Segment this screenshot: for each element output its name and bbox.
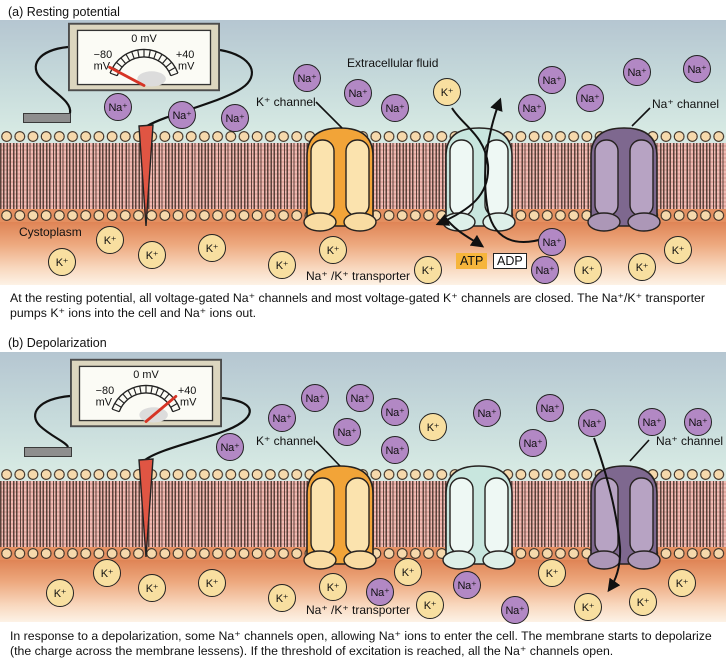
- meter-tick: [120, 57, 127, 65]
- k-in-arrow: [435, 107, 490, 226]
- meter-tick: [148, 49, 151, 58]
- meter-right-unit: mV: [180, 396, 197, 408]
- meter-tick: [115, 61, 123, 68]
- voltmeter-wire-right: [144, 396, 251, 461]
- meter-tick: [109, 72, 118, 77]
- ground-electrode: [24, 447, 72, 457]
- meter-right-label: +40: [178, 385, 197, 397]
- meter-tick: [137, 49, 140, 58]
- meter-tick: [117, 397, 125, 404]
- meter-shadow: [137, 71, 166, 87]
- voltmeter-wire-left: [34, 45, 72, 114]
- meter-tick: [157, 53, 163, 62]
- meter-tick: [161, 57, 168, 65]
- meter-zero-label: 0 mV: [131, 33, 157, 45]
- meter-tick: [111, 408, 120, 413]
- panel-a-title: (a) Resting potential: [8, 5, 120, 19]
- meter-tick: [114, 402, 122, 408]
- voltmeter-wire-left: [34, 394, 71, 448]
- meter-tick: [172, 408, 181, 413]
- meter-left-unit: mV: [96, 396, 113, 408]
- meter-needle: [144, 394, 178, 423]
- meter-tick: [155, 387, 159, 395]
- recording-microelectrode: [138, 458, 154, 558]
- panel-b-caption: In response to a depolarization, some Na…: [10, 629, 712, 658]
- ground-electrode: [23, 113, 71, 123]
- meter-tick: [139, 385, 142, 394]
- meter-zero-label: 0 mV: [133, 369, 159, 381]
- na-entry-arrow: [593, 437, 622, 593]
- meter-left-label: −80: [96, 385, 115, 397]
- meter-tick: [133, 387, 137, 395]
- meter-tick: [131, 51, 135, 59]
- na-channel-pointer-line: [629, 439, 650, 462]
- panel-a-overlay: [34, 45, 651, 248]
- cytoplasm-region: [0, 560, 726, 622]
- meter-tick: [163, 393, 170, 401]
- meter-tick: [168, 66, 176, 72]
- na-channel-pointer-line: [631, 107, 651, 127]
- meter-tick: [170, 402, 178, 408]
- meter-tick: [122, 393, 129, 401]
- k-channel-pointer-line: [315, 101, 343, 129]
- meter-tick: [153, 51, 157, 59]
- meter-needle: [108, 65, 146, 87]
- panel-a-caption: At the resting potential, all voltage-ga…: [10, 291, 705, 320]
- meter-tick: [170, 72, 179, 77]
- meter-tick: [127, 389, 133, 398]
- recording-microelectrode: [138, 124, 154, 227]
- meter-tick: [165, 61, 173, 68]
- meter-tick: [125, 53, 131, 62]
- atp-adp-arrow: [443, 215, 485, 248]
- meter-left-unit: mV: [94, 60, 111, 72]
- meter-right-label: +40: [176, 49, 195, 61]
- meter-right-unit: mV: [178, 60, 195, 72]
- panel-b-overlay: [34, 394, 650, 593]
- na-out-arrow: [484, 97, 547, 243]
- panel-b-title: (b) Depolarization: [8, 336, 107, 350]
- meter-tick: [159, 389, 165, 398]
- meter-tick: [150, 385, 153, 394]
- k-channel-pointer-line: [315, 440, 341, 467]
- meter-left-label: −80: [94, 49, 113, 61]
